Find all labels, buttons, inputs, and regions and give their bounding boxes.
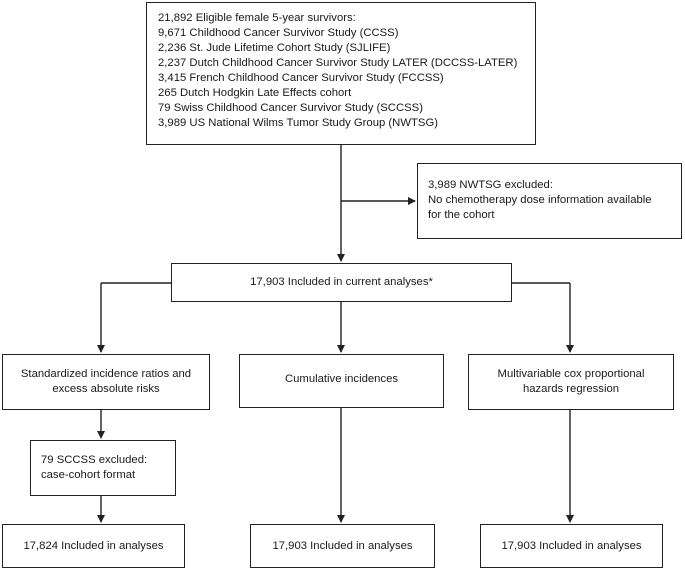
exclusion-line: No chemotherapy dose information availab… [428,194,652,206]
analysis-cumulative-box: Cumulative incidences [239,354,444,408]
analysis-right-line: hazards regression [522,383,620,395]
analysis-right-line: Multivariable cox proportional [497,368,645,380]
top-box-line: 2,236 St. Jude Lifetime Cohort Study (SJ… [158,42,391,54]
final-middle-box: 17,903 Included in analyses [250,524,435,568]
top-box-line: 2,237 Dutch Childhood Cancer Survivor St… [158,57,518,69]
analysis-left-line: excess absolute risks [52,383,160,395]
eligible-survivors-box: 21,892 Eligible female 5-year survivors:… [146,2,536,145]
analysis-sir-ear-box: Standardized incidence ratios and excess… [2,354,210,410]
top-box-line: 265 Dutch Hodgkin Late Effects cohort [158,87,352,99]
analysis-middle-line: Cumulative incidences [284,373,399,385]
top-box-line: 3,989 US National Wilms Tumor Study Grou… [158,117,438,129]
final-right-box: 17,903 Included in analyses [480,524,663,568]
included-label: 17,903 Included in current analyses* [250,276,433,288]
exclusion-line: 3,989 NWTSG excluded: [428,179,553,191]
analysis-cox-box: Multivariable cox proportional hazards r… [468,354,674,410]
top-box-line: 9,671 Childhood Cancer Survivor Study (C… [158,27,399,39]
included-analyses-box: 17,903 Included in current analyses* [171,263,512,302]
sccss-line: 79 SCCSS excluded: [41,454,148,466]
final-left-box: 17,824 Included in analyses [2,524,185,568]
final-left-label: 17,824 Included in analyses [23,539,164,552]
final-middle-label: 17,903 Included in analyses [272,539,413,552]
analysis-left-line: Standardized incidence ratios and [20,368,192,380]
sccss-line: case-cohort format [41,469,136,481]
final-right-label: 17,903 Included in analyses [501,539,642,552]
exclusion-line: for the cohort [428,209,495,221]
top-box-line: 21,892 Eligible female 5-year survivors: [158,12,356,24]
nwtsg-exclusion-box: 3,989 NWTSG excluded: No chemotherapy do… [417,163,682,239]
sccss-exclusion-box: 79 SCCSS excluded: case-cohort format [30,440,176,496]
top-box-line: 79 Swiss Childhood Cancer Survivor Study… [158,102,423,114]
top-box-line: 3,415 French Childhood Cancer Survivor S… [158,72,444,84]
